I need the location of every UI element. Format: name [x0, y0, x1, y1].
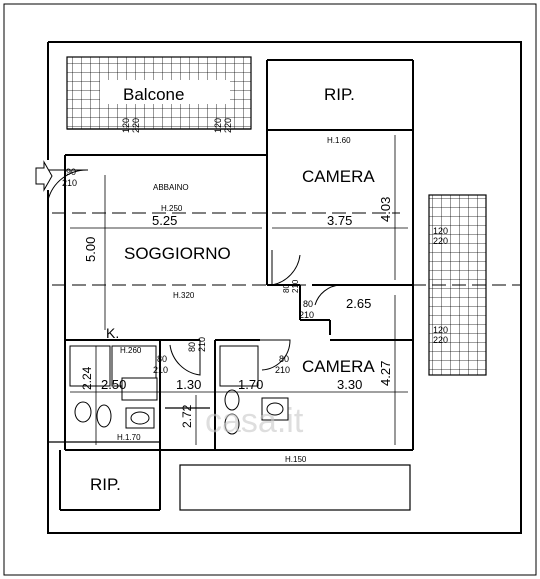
room-rip-bottom: RIP.	[90, 475, 121, 494]
dim-130: 1.30	[176, 377, 201, 392]
height-h260: H.260	[120, 346, 142, 355]
opening-right-bottom: 120 220	[433, 325, 448, 345]
svg-text:120: 120	[433, 226, 448, 236]
height-h250: H.250	[161, 204, 183, 213]
svg-text:90: 90	[66, 167, 76, 177]
height-h150: H.150	[285, 455, 307, 464]
svg-text:210: 210	[275, 365, 290, 375]
opening-door-camera2: 80 210	[275, 354, 290, 375]
entry-door-swing	[47, 169, 89, 201]
svg-text:120: 120	[433, 325, 448, 335]
opening-balcone-left: 120 220	[121, 118, 141, 133]
svg-text:80: 80	[303, 299, 313, 309]
height-h160: H.1.60	[327, 136, 351, 145]
dim-375: 3.75	[327, 213, 352, 228]
dim-427: 4.27	[378, 361, 393, 386]
svg-text:220: 220	[433, 335, 448, 345]
opening-door-soggiorno: 80 210	[299, 299, 314, 320]
soggiorno-door-swing	[312, 284, 341, 306]
room-soggiorno: SOGGIORNO	[124, 244, 231, 263]
opening-entry: 90 210	[62, 167, 77, 188]
svg-text:220: 220	[433, 236, 448, 246]
opening-balcone-right: 120 220	[213, 118, 233, 133]
room-k: K.	[106, 325, 119, 341]
svg-text:210: 210	[291, 279, 300, 293]
dim-265: 2.65	[346, 296, 371, 311]
svg-text:120: 120	[213, 118, 223, 133]
opening-right-top: 120 220	[433, 226, 448, 246]
room-camera-2: CAMERA	[302, 357, 375, 376]
dim-170: 1.70	[238, 377, 263, 392]
dim-330: 3.30	[337, 377, 362, 392]
entry-arrow	[35, 160, 53, 192]
room-rip-top: RIP.	[324, 85, 355, 104]
dim-224: 2.24	[80, 366, 94, 390]
opening-door-camera1: 80 210	[282, 279, 300, 293]
dim-403: 4.03	[378, 197, 393, 222]
dim-500: 5.00	[83, 237, 98, 262]
room-balcone: Balcone	[123, 85, 184, 104]
height-h170: H.1.70	[117, 433, 141, 442]
kitchen-door-swing	[169, 340, 201, 376]
opening-door-bath-left: 80 210	[153, 354, 168, 375]
svg-text:80: 80	[282, 284, 291, 293]
dimension-lines	[70, 135, 408, 445]
svg-text:80: 80	[279, 354, 289, 364]
svg-text:80: 80	[157, 354, 167, 364]
svg-text:120: 120	[121, 118, 131, 133]
svg-text:210: 210	[62, 178, 77, 188]
svg-text:220: 220	[131, 118, 141, 133]
balcony-top	[66, 56, 252, 130]
svg-text:210: 210	[153, 365, 168, 375]
height-h320: H.320	[173, 291, 195, 300]
fixtures	[69, 345, 289, 435]
svg-text:210: 210	[197, 337, 207, 352]
room-abbaino: ABBAINO	[153, 183, 189, 192]
svg-text:80: 80	[187, 342, 197, 352]
dim-525: 5.25	[152, 213, 177, 228]
page-frame	[3, 3, 537, 576]
dim-272: 2.72	[180, 404, 194, 428]
dim-250: 2.50	[101, 377, 126, 392]
svg-text:220: 220	[223, 118, 233, 133]
svg-text:210: 210	[299, 310, 314, 320]
watermark: casa.it	[205, 402, 304, 440]
outer-walls	[47, 41, 522, 534]
opening-door-k: 80 210	[187, 337, 207, 352]
bath-door-swing	[260, 339, 291, 371]
room-camera-1: CAMERA	[302, 167, 375, 186]
section-lines	[52, 212, 520, 286]
